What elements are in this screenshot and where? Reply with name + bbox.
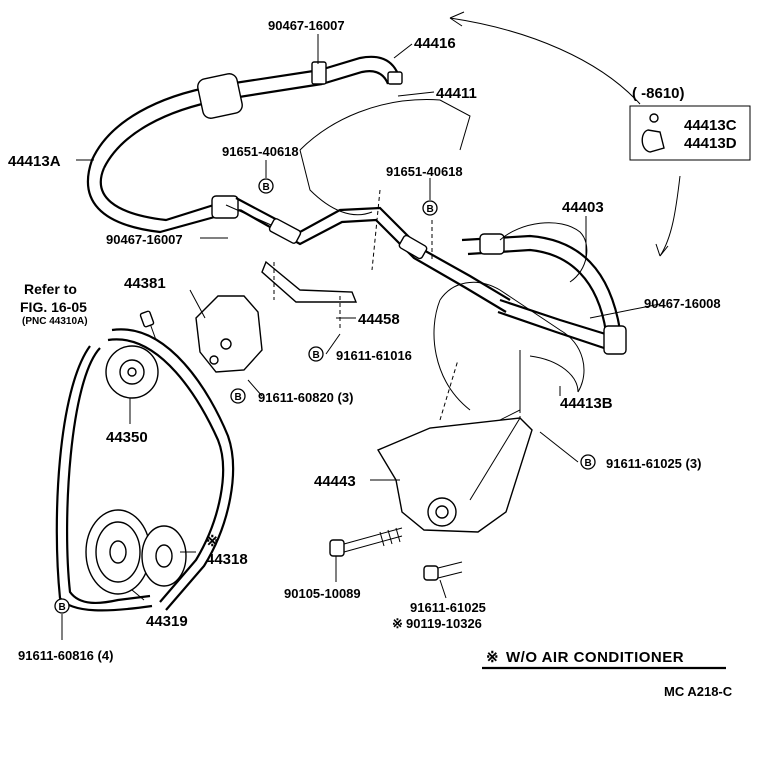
label-pnc-44310a: (PNC 44310A) <box>22 316 88 327</box>
idler-pulley-44350 <box>105 310 159 399</box>
label-44403: 44403 <box>562 199 604 216</box>
engine-outline <box>299 99 471 271</box>
label-91611-60820: 91611-60820 (3) <box>258 390 353 405</box>
drive-belt-44350 <box>55 328 235 612</box>
pressure-tube-main <box>225 197 511 313</box>
label-44411: 44411 <box>436 85 477 102</box>
label-44318: 44318 <box>206 551 248 568</box>
label-44458: 44458 <box>358 311 400 328</box>
star-44318: ※ <box>206 533 219 550</box>
label-44413A: 44413A <box>8 153 61 170</box>
return-hose-44413A <box>86 68 323 234</box>
label-fig-16-05: FIG. 16-05 <box>20 299 87 315</box>
bracket-44381 <box>189 289 263 373</box>
label-90467-16008: 90467-16008 <box>644 296 721 311</box>
svg-text:B: B <box>263 182 270 193</box>
svg-text:B: B <box>427 204 434 215</box>
label-91651-40618-a: 91651-40618 <box>222 144 299 159</box>
label-91611-60816: 91611-60816 (4) <box>18 648 113 663</box>
bolt-91611-61025 <box>423 561 463 581</box>
bolt-90105-10089 <box>329 527 403 557</box>
label-90105-10089: 90105-10089 <box>284 586 361 601</box>
label-90467-16007-mid: 90467-16007 <box>106 232 183 247</box>
pump-pulley-44319 <box>85 509 151 595</box>
return-hose-44413B <box>461 233 627 355</box>
reference-arrow <box>449 11 681 257</box>
svg-text:B: B <box>585 458 592 469</box>
label-44350: 44350 <box>106 429 148 446</box>
label-44413D: 44413D <box>684 135 737 152</box>
label-90119-10326: 90119-10326 <box>406 616 482 631</box>
label-91651-40618-b: 91651-40618 <box>386 164 463 179</box>
label-44416: 44416 <box>414 35 456 52</box>
label-91611-61016: 91611-61016 <box>336 348 412 363</box>
label-90467-16007-top: 90467-16007 <box>268 18 345 33</box>
diagram-code: MC A218-C <box>664 684 733 699</box>
label-91611-61025-3: 91611-61025 (3) <box>606 456 701 471</box>
star-90119-10326: ※ <box>392 616 403 631</box>
label-44413B: 44413B <box>560 395 613 412</box>
label-44381: 44381 <box>124 275 166 292</box>
b-markers: B B B B B B <box>54 178 596 614</box>
pressure-tube-44416 <box>311 55 403 86</box>
label-44413C: 44413C <box>684 117 737 134</box>
svg-text:B: B <box>59 602 66 613</box>
pulley-44318 <box>141 525 187 587</box>
label-8610: ( -8610) <box>632 85 685 102</box>
label-91611-61025: 91611-61025 <box>410 600 486 615</box>
bracket-44443 <box>376 359 533 533</box>
clamp-detail-box <box>629 105 751 161</box>
bracket-44458 <box>261 260 358 330</box>
label-44319: 44319 <box>146 613 188 630</box>
label-44443: 44443 <box>314 473 356 490</box>
leader-lines <box>61 34 661 640</box>
note-wo-air-conditioner: W/O AIR CONDITIONER <box>506 649 684 666</box>
label-refer-to: Refer to <box>24 281 77 297</box>
svg-text:B: B <box>235 392 242 403</box>
star-note: ※ <box>486 649 499 666</box>
svg-text:B: B <box>313 350 320 361</box>
